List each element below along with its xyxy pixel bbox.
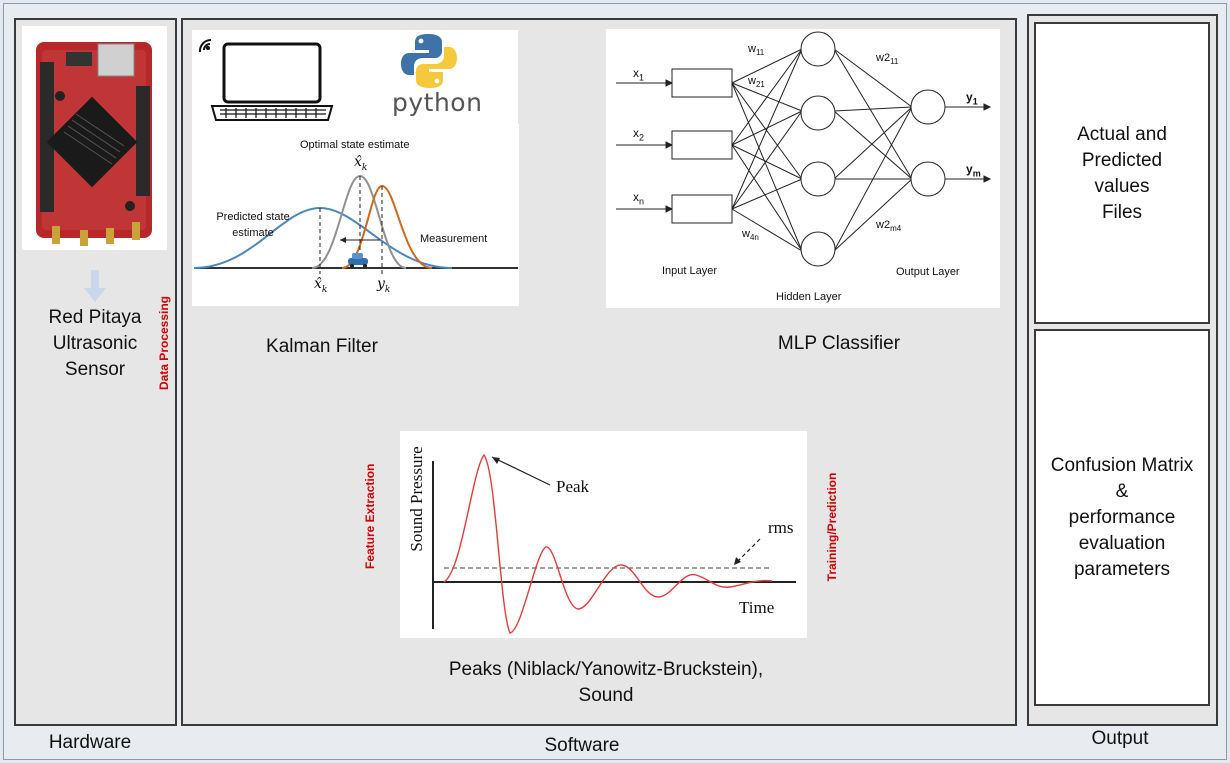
device-label-line-1: Red Pitaya (48, 307, 142, 328)
w21-symbol: w (748, 75, 756, 87)
training-prediction-label: Training/Prediction (825, 472, 839, 582)
xhat-symbol: x̂ (354, 154, 362, 170)
output-box2-line-2: & (1115, 481, 1129, 502)
kalman-measurement-label: Measurement (420, 233, 488, 245)
w4n-sub: 4n (749, 233, 759, 243)
mlp-weight-w11: w11 (748, 43, 764, 57)
xn-sub: n (639, 196, 645, 207)
x2-symbol: x (633, 126, 639, 140)
red-pitaya-sensor-label: Red Pitaya Ultrasonic Sensor (20, 305, 170, 383)
xhat-bottom-symbol: x̂ (314, 276, 322, 292)
sound-rms-label: rms (768, 518, 794, 537)
y-symbol: y (377, 276, 385, 292)
x1-symbol: x (633, 66, 639, 80)
predicted-line-1: Predicted state (216, 211, 290, 223)
x1-sub: 1 (639, 72, 645, 83)
python-logo-text: python (392, 88, 483, 117)
python-logo-icon (401, 34, 457, 88)
w2-11-sub: 11 (890, 57, 899, 67)
mlp-network-diagram (616, 31, 992, 267)
w2-11-symbol: w2 (876, 52, 891, 64)
w2-m4-symbol: w2 (876, 219, 891, 231)
ym-sub: m (972, 168, 981, 179)
sound-pressure-plot (432, 453, 796, 634)
down-arrow-icon (84, 270, 106, 302)
hardware-section-label: Hardware (48, 732, 132, 753)
software-section-label: Software (544, 735, 620, 756)
output-section-label: Output (1091, 728, 1149, 749)
output-box1-line-1: Actual and (1077, 124, 1167, 145)
ym-symbol: y (966, 162, 973, 176)
mlp-weight-w21: w21 (748, 75, 765, 89)
laptop-icon (198, 38, 334, 121)
w4n-symbol: w (742, 228, 750, 240)
output-box2-line-3: performance (1068, 507, 1176, 528)
w2-m4-sub: m4 (890, 224, 902, 234)
kalman-optimal-label: Optimal state estimate (300, 139, 410, 151)
predicted-line-2: estimate (232, 227, 274, 239)
output-box1-line-4: Files (1101, 202, 1143, 223)
device-label-line-2: Ultrasonic (52, 333, 138, 354)
kalman-xhat-bottom-label: x̂k (314, 276, 327, 295)
mlp-input-layer-label: Input Layer (662, 265, 718, 277)
kalman-filter-plot (193, 174, 518, 274)
device-label-line-3: Sensor (64, 359, 126, 380)
data-processing-label: Data Processing (157, 295, 171, 391)
y-sub: k (384, 284, 391, 295)
output-box2-line-4: evaluation (1078, 533, 1166, 554)
x2-sub: 2 (639, 132, 645, 143)
sound-ylabel: Sound Pressure (407, 446, 426, 552)
kalman-predicted-label: Predicted state estimate (208, 209, 298, 241)
sound-xlabel: Time (739, 598, 775, 617)
mlp-weight-w4n: w4n (742, 228, 759, 242)
y1-sub: 1 (972, 96, 978, 107)
confusion-matrix-text: Confusion Matrix & performance evaluatio… (1036, 453, 1208, 583)
mlp-input-x1: x1 (633, 66, 644, 82)
peaks-caption-line-1: Peaks (Niblack/Yanowitz-Bruckstein), (448, 659, 764, 680)
peaks-caption-line-2: Sound (578, 685, 634, 706)
mlp-input-xn: xn (633, 190, 644, 206)
red-pitaya-board-image (22, 26, 167, 250)
mlp-weight-w2-m4: w2m4 (876, 219, 901, 233)
peaks-sound-caption: Peaks (Niblack/Yanowitz-Bruckstein), Sou… (410, 657, 802, 709)
kalman-filter-caption: Kalman Filter (266, 336, 378, 357)
xhat-sub: k (361, 162, 368, 173)
mlp-classifier-caption: MLP Classifier (777, 333, 901, 354)
actual-predicted-files-box (1034, 22, 1210, 324)
kalman-xhat-top-label: x̂k (354, 154, 367, 173)
sound-pressure-image (400, 431, 807, 638)
output-box2-line-5: parameters (1073, 559, 1171, 580)
mlp-hidden-layer-label: Hidden Layer (776, 291, 842, 303)
y1-symbol: y (966, 90, 973, 104)
output-box1-line-3: values (1094, 176, 1150, 197)
mlp-weight-w2-11: w211 (876, 52, 898, 66)
confusion-matrix-box (1034, 329, 1210, 706)
output-box1-line-2: Predicted (1081, 150, 1163, 171)
output-box2-line-1: Confusion Matrix (1050, 455, 1194, 476)
kalman-y-label: yk (377, 276, 390, 295)
sound-peak-label: Peak (556, 477, 590, 496)
w11-symbol: w (748, 43, 756, 55)
xn-symbol: x (633, 190, 639, 204)
actual-predicted-files-text: Actual and Predicted values Files (1036, 122, 1208, 226)
mlp-input-x2: x2 (633, 126, 644, 142)
w21-sub: 21 (755, 80, 765, 90)
mlp-output-y1: y1 (966, 90, 978, 106)
feature-extraction-label: Feature Extraction (363, 463, 377, 569)
kalman-plot-image (192, 124, 519, 306)
mlp-output-ym: ym (966, 162, 981, 178)
xhat-bottom-sub: k (321, 284, 328, 295)
w11-sub: 11 (755, 48, 765, 58)
mlp-output-layer-label: Output Layer (896, 266, 960, 278)
